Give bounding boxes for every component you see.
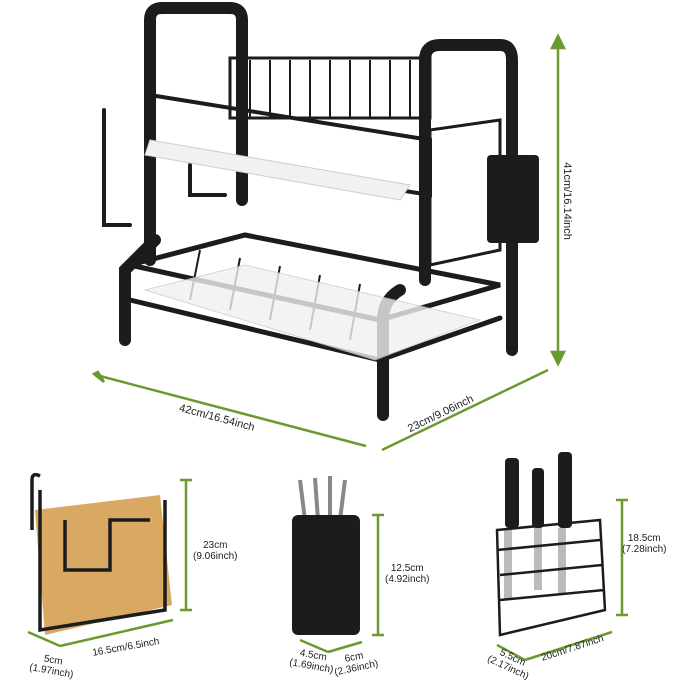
board-holder-height: 23cm(9.06inch) xyxy=(193,540,237,562)
rack-utensil-cup xyxy=(487,155,539,243)
cup-height: 12.5cm(4.92inch) xyxy=(385,563,429,585)
knife-holder-height: 18.5cm(7.28inch) xyxy=(622,533,666,555)
upper-drip-tray xyxy=(144,139,411,201)
height-cm: 12.5cm xyxy=(390,563,424,574)
dish-rack xyxy=(102,2,518,421)
height-cm: 18.5cm xyxy=(627,533,661,544)
dimension-lines xyxy=(27,33,628,662)
height-in: (9.06inch) xyxy=(193,551,238,562)
lower-drip-tray xyxy=(143,264,482,361)
height-cm: 23cm xyxy=(203,540,228,551)
height-in: (7.28inch) xyxy=(622,544,667,555)
rack-height-label: 41cm/16.14inch xyxy=(560,162,573,240)
knife-holder xyxy=(495,452,607,637)
height-in: (4.92inch) xyxy=(385,574,430,585)
utensil-cup xyxy=(292,476,360,635)
cutting-board-holder xyxy=(30,472,172,635)
